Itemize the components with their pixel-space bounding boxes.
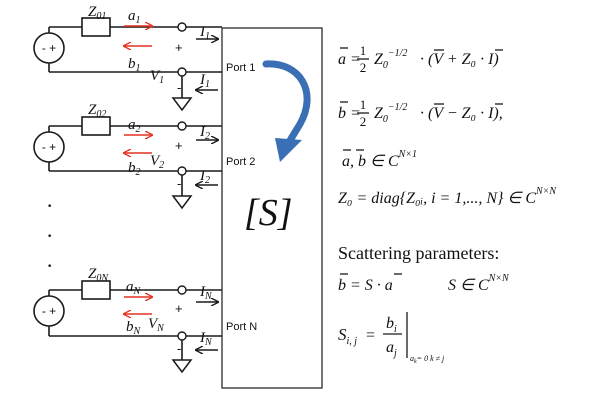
svg-text:bi: bi — [386, 315, 397, 335]
a1-label: a1 — [128, 8, 141, 26]
svg-text:b =: b = — [338, 105, 361, 122]
i2-top-label: I2 — [199, 124, 210, 142]
svg-text:· (V + Z₀ · I): · (V + Z₀ · I) — [420, 51, 499, 68]
svg-text:a, b ∈ CN×1: a, b ∈ CN×1 — [342, 149, 417, 170]
a2-label: a2 — [128, 117, 141, 135]
svg-text:1: 1 — [360, 43, 367, 58]
vn-plus: + — [175, 301, 183, 316]
terminal-2-bottom — [177, 166, 187, 176]
equation-b: b = 1 2 Z0−1/2 · (V − Z₀ · I), — [338, 97, 503, 129]
z01-label: Z01 — [88, 4, 106, 22]
svg-text:·: · — [46, 253, 53, 278]
svg-text:aj: aj — [386, 339, 397, 359]
terminal-2-top — [177, 121, 187, 131]
svg-text:=: = — [366, 327, 375, 344]
ground-icon — [171, 340, 193, 374]
voltage-source-icon: - + — [33, 32, 65, 64]
svg-text:- +: - + — [42, 41, 56, 55]
b1-label: b1 — [128, 56, 141, 74]
ground-icon — [171, 76, 193, 112]
vn-label: VN — [148, 316, 165, 334]
svg-text:1: 1 — [360, 97, 367, 112]
svg-text:Z0−1/2: Z0−1/2 — [374, 102, 407, 125]
z02-label: Z02 — [88, 102, 106, 120]
svg-text:·: · — [46, 193, 53, 218]
ground-icon — [171, 175, 193, 210]
voltage-source-icon: - + — [33, 295, 65, 327]
equations: a = 1 2 Z0−1/2 · (V + Z₀ · I) b = 1 2 Z0… — [338, 43, 557, 365]
svg-text:Z0−1/2: Z0−1/2 — [374, 48, 407, 71]
port-n-label: Port N — [226, 321, 257, 333]
v2-minus: - — [177, 176, 181, 191]
port-n-circuit: - + Z0N aN bN VN + - IN IN Port N — [33, 266, 257, 374]
svg-text:2: 2 — [360, 114, 367, 129]
equation-bSa: b = S · a S ∈ CN×N — [338, 273, 510, 294]
i2-bottom-label: I2 — [199, 168, 210, 186]
v2-label: V2 — [150, 153, 164, 171]
svg-text:· (V − Z₀ · I),: · (V − Z₀ · I), — [420, 105, 503, 122]
equation-a: a = 1 2 Z0−1/2 · (V + Z₀ · I) — [338, 43, 503, 75]
svg-text:- +: - + — [42, 304, 56, 318]
equation-sij: Si, j = bi aj ak= 0 k ≠ j — [338, 312, 445, 365]
svg-text:b = S · a: b = S · a — [338, 277, 393, 294]
voltage-source-icon: - + — [33, 131, 65, 163]
an-label: aN — [126, 279, 142, 297]
port-1-label: Port 1 — [226, 62, 255, 74]
i1-top-label: I1 — [199, 24, 210, 42]
equation-membership: a, b ∈ CN×1 — [342, 149, 417, 170]
in-top-label: IN — [199, 284, 213, 302]
terminal-n-top — [177, 285, 187, 295]
z0n-label: Z0N — [88, 266, 109, 284]
equation-diag: Z₀ = diag{Z₀ᵢ, i = 1,..., N} ∈ CN×N — [338, 186, 557, 207]
terminal-n-bottom — [177, 331, 187, 341]
svg-text:Si, j: Si, j — [338, 325, 357, 347]
svg-text:ak= 0 k ≠ j: ak= 0 k ≠ j — [410, 354, 445, 365]
v2-plus: + — [175, 138, 183, 153]
ellipsis-dots: · · · — [46, 193, 53, 278]
port-2-label: Port 2 — [226, 156, 255, 168]
vn-minus: - — [177, 341, 181, 356]
v1-minus: - — [177, 80, 181, 95]
in-bottom-label: IN — [199, 330, 213, 348]
svg-text:·: · — [46, 223, 53, 248]
v1-label: V1 — [150, 68, 164, 86]
svg-text:S ∈ CN×N: S ∈ CN×N — [448, 273, 510, 294]
terminal-1-top — [177, 22, 187, 32]
s-matrix-label: [S] — [244, 192, 293, 234]
port-1-circuit: - + Z01 a1 b1 V1 + - I1 I1 Port 1 — [33, 4, 255, 112]
i1-bottom-label: I1 — [199, 72, 210, 90]
b2-label: b2 — [128, 160, 141, 178]
scattering-title: Scattering parameters: — [338, 243, 499, 263]
svg-text:a =: a = — [338, 51, 361, 68]
terminal-1-bottom — [177, 67, 187, 77]
curved-arrow-icon — [262, 60, 311, 162]
svg-text:- +: - + — [42, 140, 56, 154]
port-2-circuit: - + Z02 a2 b2 V2 + - I2 I2 Port 2 — [33, 102, 255, 210]
bn-label: bN — [126, 319, 142, 337]
v1-plus: + — [175, 40, 183, 55]
svg-text:2: 2 — [360, 60, 367, 75]
